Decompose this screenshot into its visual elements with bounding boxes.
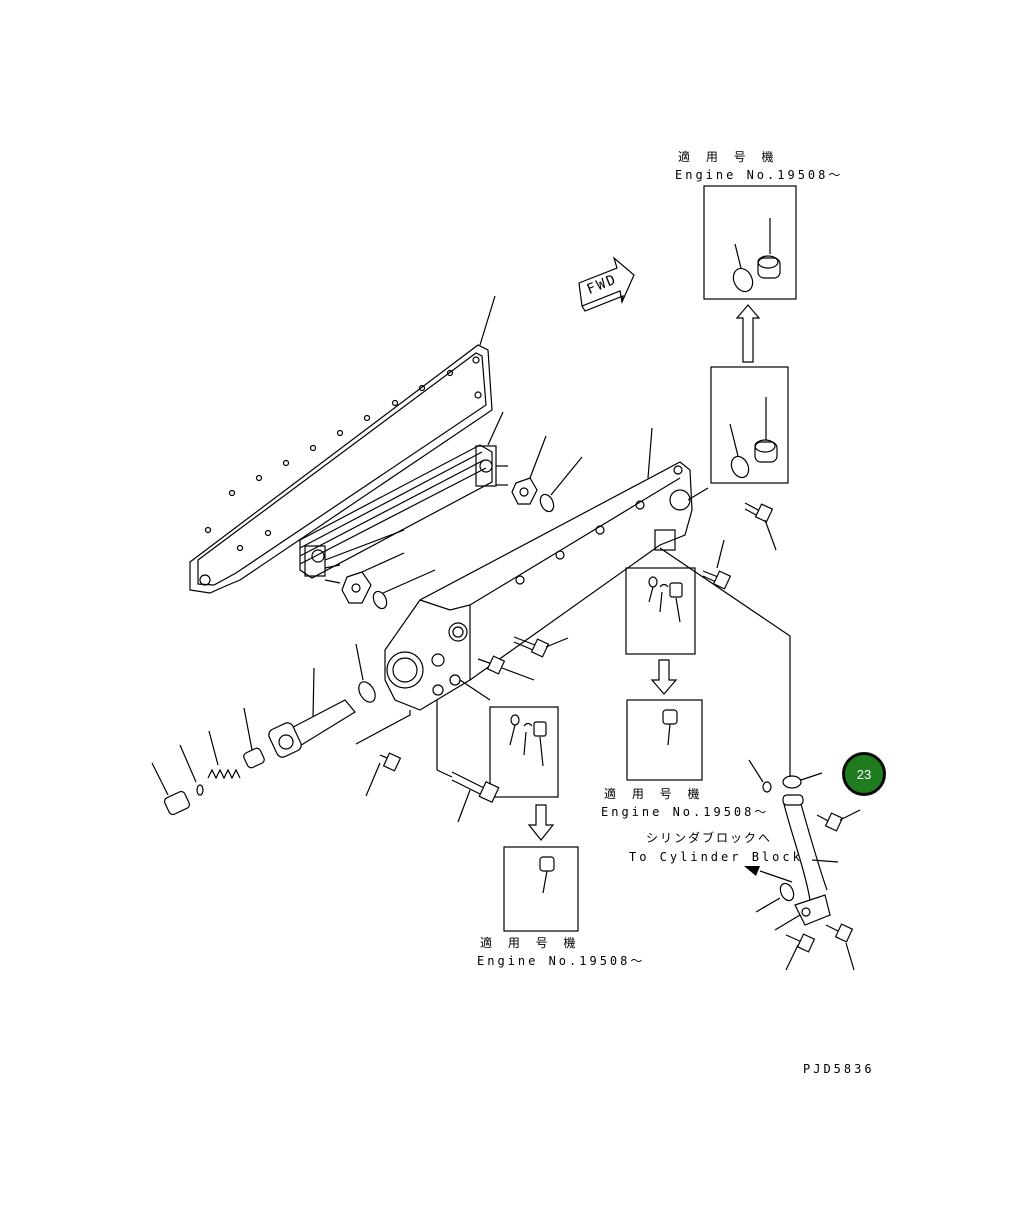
small-gasket-lower <box>341 552 436 610</box>
cylinder-label-en: To Cylinder Block <box>629 850 803 864</box>
drawing-number: PJD5836 <box>803 1062 875 1076</box>
relief-valve-body <box>268 667 356 758</box>
oil-cooler-cover <box>384 427 709 711</box>
plug <box>151 762 191 816</box>
bolt-lower <box>477 655 535 681</box>
detail-box-second <box>710 366 789 484</box>
bolt-left <box>355 710 411 797</box>
washer-pipe <box>748 759 772 793</box>
spring <box>207 730 241 780</box>
arrow-down-hollow-left <box>527 804 555 841</box>
detail-box-fifth <box>459 679 559 798</box>
bolt-pipe-lower-left <box>774 914 816 971</box>
bolt-upper-right <box>744 502 777 551</box>
gasket <box>189 295 496 594</box>
arrow-down-hollow-right <box>650 659 678 695</box>
oil-cooler-element <box>299 411 508 584</box>
top-label-en: Engine No.19508～ <box>675 168 844 182</box>
bolt-pipe-lower-right <box>825 923 855 971</box>
detail-box-third <box>625 547 791 777</box>
bolt-mid-right <box>702 539 732 590</box>
o-ring-pipe-top <box>782 772 823 789</box>
bolt-pipe-upper <box>816 809 861 832</box>
bolt-lower-mid <box>513 636 569 658</box>
fwd-arrow-icon <box>578 256 635 312</box>
long-bolt <box>436 700 500 823</box>
arrow-up-hollow <box>735 304 761 363</box>
mid-label-en: Engine No.19508～ <box>601 805 770 819</box>
cylinder-label-jp: シリンダブロックへ <box>646 831 773 845</box>
top-label-jp: 適 用 号 機 <box>678 150 780 164</box>
detail-box-sixth <box>503 846 579 932</box>
bottom-label-jp: 適 用 号 機 <box>480 936 582 950</box>
washer <box>179 744 204 796</box>
detail-box-fourth <box>626 699 703 781</box>
detail-box-top <box>703 185 797 300</box>
o-ring-left <box>355 643 376 703</box>
valve-sleeve <box>243 707 265 769</box>
water-pipe <box>782 794 839 926</box>
mid-label-jp: 適 用 号 機 <box>604 787 706 801</box>
o-ring-pipe-bottom <box>755 882 795 913</box>
small-gasket-upper <box>511 435 583 513</box>
callout-badge-23[interactable]: 23 <box>842 752 886 796</box>
arrow-to-cylinder-block <box>744 866 793 883</box>
bottom-label-en: Engine No.19508～ <box>477 954 646 968</box>
